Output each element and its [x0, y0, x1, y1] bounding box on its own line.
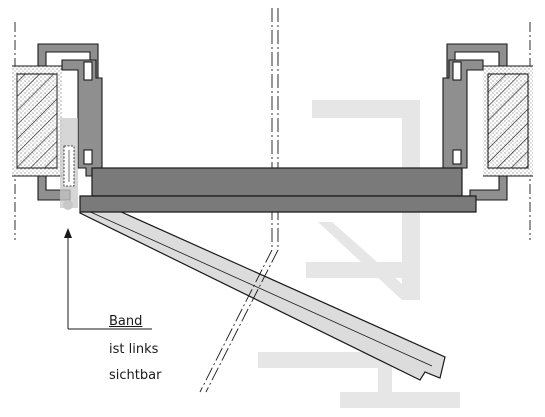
leader-line	[67, 238, 152, 330]
leader-arrow-icon	[64, 228, 72, 238]
right-frame	[442, 43, 508, 201]
label-side: ist links	[109, 342, 159, 357]
label-view: sichtbar	[109, 368, 162, 383]
closed-door-leaf	[79, 167, 477, 213]
left-wall	[12, 65, 62, 177]
hinge	[60, 118, 78, 210]
label-band: Band	[109, 314, 143, 329]
right-wall	[483, 65, 533, 177]
swing-axis-line	[199, 249, 279, 393]
